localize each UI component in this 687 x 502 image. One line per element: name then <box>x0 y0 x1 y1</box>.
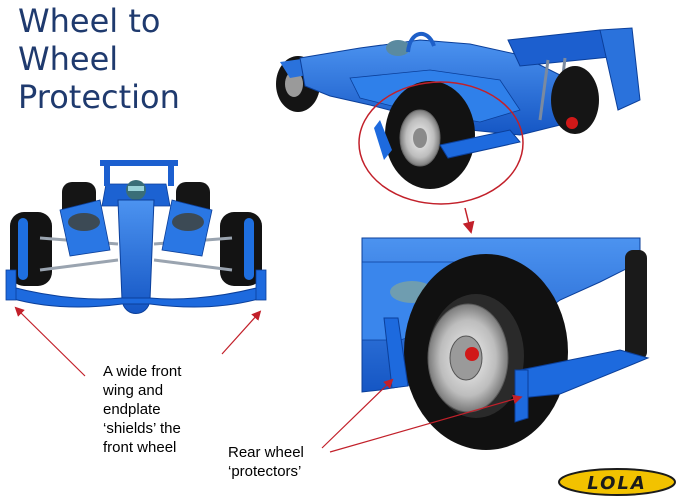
front-wing-caption-line-4: ‘shields’ the <box>103 420 181 437</box>
rear-wheel-caption-line-2: ‘protectors’ <box>228 463 302 480</box>
rear-wheel-caption-line-1: Rear wheel <box>228 444 304 461</box>
lola-logo: LOLA <box>558 468 676 496</box>
front-wing-caption-line-2: wing and <box>103 382 164 399</box>
rear-wheel-caption: Rear wheel ‘protectors’ <box>228 443 304 481</box>
lola-logo-text: LOLA <box>587 473 647 494</box>
rear-wheel-closeup-image <box>361 237 650 450</box>
rear-protector-right-arrow <box>329 394 523 453</box>
slide-title: Wheel to Wheel Protection <box>18 2 180 116</box>
front-wing-caption-line-5: front wheel <box>103 439 177 456</box>
front-wing-left-arrow <box>14 306 86 377</box>
title-line-1: Wheel to <box>18 2 161 40</box>
front-wing-caption-line-1: A wide front <box>103 363 182 380</box>
rear-protector-left-arrow <box>321 378 394 449</box>
front-wing-caption: A wide front wing and endplate ‘shields’… <box>103 362 181 457</box>
front-wing-right-arrow <box>221 310 262 355</box>
front-wing-caption-line-3: endplate <box>103 401 161 418</box>
rear-three-quarter-car-image <box>276 27 641 234</box>
title-line-2: Wheel <box>18 40 119 78</box>
title-line-3: Protection <box>18 78 180 116</box>
front-view-car-image <box>5 160 267 314</box>
